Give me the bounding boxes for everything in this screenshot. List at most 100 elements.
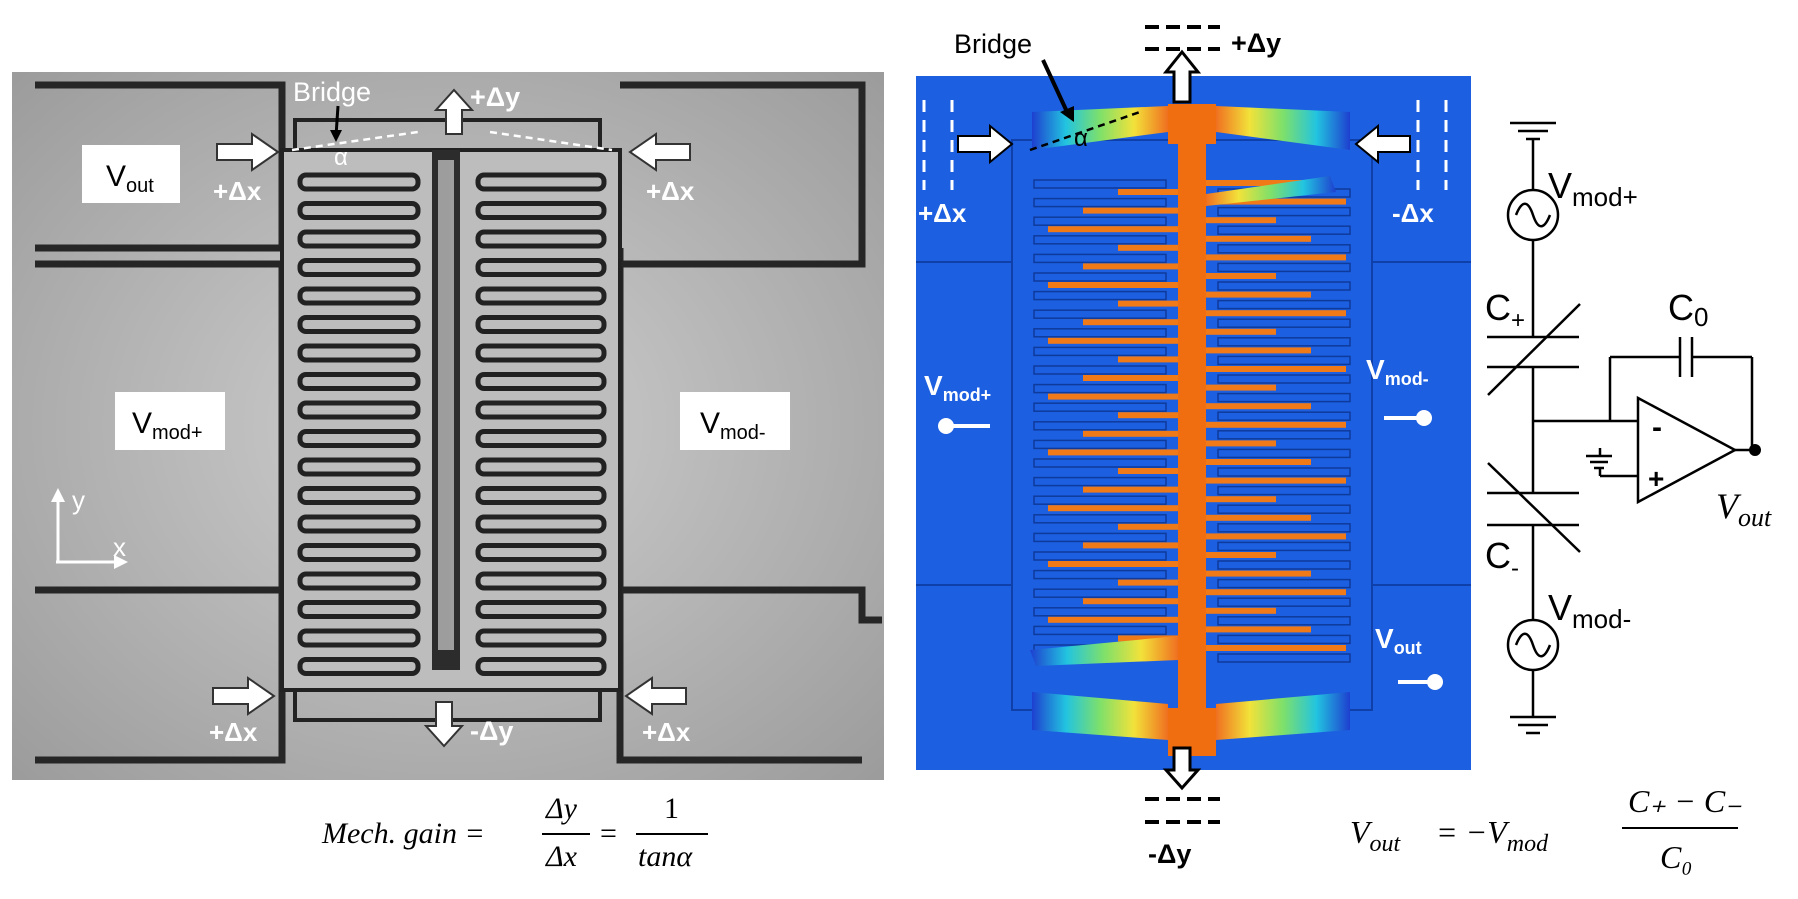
sem-finger-left [297, 628, 421, 648]
sim-fixed-finger-right [1217, 653, 1351, 663]
sem-finger-left [297, 400, 421, 420]
sim-fixed-finger-right [1217, 430, 1351, 440]
svg-text:C-: C- [1485, 535, 1519, 582]
sem-finger-right [475, 486, 607, 505]
sim-deformed-finger-top [1206, 176, 1336, 206]
sim-moving-finger-left [1118, 244, 1178, 251]
sem-finger-right [475, 172, 607, 192]
sim-vmodminus-sub: mod- [1385, 369, 1429, 389]
sim-moving-finger-right [1206, 477, 1346, 484]
sem-dy-top-label: +Δy [470, 82, 520, 112]
vout-eq-rhs: = −V [1436, 814, 1510, 850]
sem-finger-right [475, 571, 607, 591]
sim-fixed-finger-left [1033, 421, 1167, 431]
sim-bridge-top-right [1216, 106, 1350, 150]
sim-dy-top-label: +Δy [1231, 28, 1281, 58]
sem-dx-arrow-bottom-left [212, 676, 276, 716]
vout-equation: Vout = −Vmod C₊ − C₋ C₀ [1350, 783, 1742, 875]
sim-moving-finger-left [1048, 337, 1178, 344]
sim-spine-body-top [1168, 104, 1216, 144]
circuit-vout-sub: out [1738, 503, 1772, 532]
sim-fixed-finger-left [1033, 588, 1167, 598]
sim-fixed-finger-right [1217, 392, 1351, 403]
circuit-cminus-sub: - [1511, 555, 1519, 582]
circuit-vmodplus-label: V [1548, 165, 1572, 206]
sim-fixed-finger-right [1217, 560, 1351, 570]
svg-text:= −Vmod: = −Vmod [1436, 814, 1549, 857]
svg-text:Vmod+: Vmod+ [924, 370, 991, 405]
sim-fixed-finger-left [1033, 569, 1167, 580]
sim-fixed-finger-right [1217, 467, 1351, 477]
sim-fixed-finger-right [1217, 337, 1351, 347]
sim-bridge-bottom-left [1032, 692, 1168, 740]
sim-moving-finger-left [1118, 300, 1178, 307]
sem-finger-left [297, 372, 421, 391]
sim-fixed-finger-left [1033, 551, 1167, 561]
circuit-vmodminus-sub: mod- [1572, 604, 1631, 634]
svg-text:Vout: Vout [106, 160, 154, 197]
sem-finger-left [297, 258, 421, 277]
sem-finger-right [475, 372, 607, 391]
sim-fixed-finger-right [1217, 299, 1351, 310]
sim-bridge-pointer [1041, 59, 1070, 115]
sim-dx-left-arrow [957, 123, 1014, 165]
sim-moving-finger-left [1083, 207, 1178, 214]
sim-fixed-finger-left [1033, 514, 1167, 524]
sim-moving-finger-left [1048, 282, 1178, 288]
vout-eq-den: C₀ [1660, 839, 1692, 875]
sem-axis-y-head [51, 488, 65, 502]
sim-fixed-finger-left [1033, 607, 1167, 617]
sim-moving-finger-left [1083, 430, 1178, 437]
sim-fixed-finger-right [1217, 225, 1351, 235]
sem-spine-inner [438, 160, 454, 650]
sem-finger-right [475, 315, 607, 334]
sem-angle-line-right [489, 130, 613, 152]
sem-finger-left [297, 343, 421, 363]
sim-fixed-finger-left [1033, 309, 1167, 319]
sim-dy-up-arrow [1162, 49, 1202, 104]
sim-moving-finger-right [1206, 533, 1346, 540]
sem-dx-arrow-top-left [216, 132, 280, 172]
sim-moving-finger-right [1206, 514, 1311, 521]
sim-moving-finger-right [1206, 291, 1311, 298]
sem-dx-top-left-label: +Δx [213, 176, 262, 206]
sem-finger-left [297, 600, 421, 619]
sim-bridge-label: Bridge [954, 29, 1032, 59]
svg-text:Vmod-: Vmod- [1548, 587, 1631, 634]
sim-fixed-finger-left [1033, 439, 1167, 450]
sem-finger-left [297, 229, 421, 249]
sim-fixed-finger-right [1217, 578, 1351, 589]
circuit-cminus-label: C [1485, 535, 1511, 576]
sem-vmodminus-sub: mod- [720, 422, 766, 444]
sim-fixed-finger-right [1217, 504, 1351, 514]
sem-bridge-label: Bridge [293, 77, 371, 107]
sem-finger-right [475, 286, 607, 306]
svg-text:Vmod+: Vmod+ [132, 407, 203, 444]
sem-dx-bottom-right-label: +Δx [642, 717, 691, 747]
sem-vmodplus-sub: mod+ [152, 422, 203, 444]
sim-fixed-finger-left [1033, 197, 1167, 208]
sim-fixed-finger-left [1033, 365, 1167, 375]
sim-fixed-finger-left [1033, 383, 1167, 394]
sim-moving-finger-left [1048, 505, 1178, 512]
sim-moving-finger-right [1206, 366, 1346, 372]
sim-fixed-finger-left [1033, 476, 1167, 487]
sim-alpha-label: α [1074, 125, 1088, 152]
sim-moving-finger-right [1206, 645, 1346, 651]
sim-central-spine [1178, 104, 1206, 756]
sim-moving-finger-right [1206, 328, 1276, 335]
sem-vout-label: V [106, 160, 126, 193]
sim-fixed-finger-right [1217, 485, 1351, 496]
svg-text:Vmod-: Vmod- [1366, 354, 1429, 389]
sim-fixed-finger-right [1217, 318, 1351, 328]
sim-bridge-bottom-right [1216, 692, 1350, 740]
sim-moving-finger-left [1083, 598, 1178, 605]
sim-moving-finger-left [1048, 616, 1178, 623]
sim-moving-finger-right [1206, 180, 1311, 186]
svg-text:Vout: Vout [1716, 486, 1772, 532]
gain-lhs: Mech. gain = [321, 817, 485, 850]
sim-fixed-finger-left [1033, 290, 1167, 301]
sim-fixed-finger-right [1217, 411, 1351, 421]
sem-axis-y-label: y [72, 485, 85, 515]
sem-angle-line-left [291, 130, 419, 152]
